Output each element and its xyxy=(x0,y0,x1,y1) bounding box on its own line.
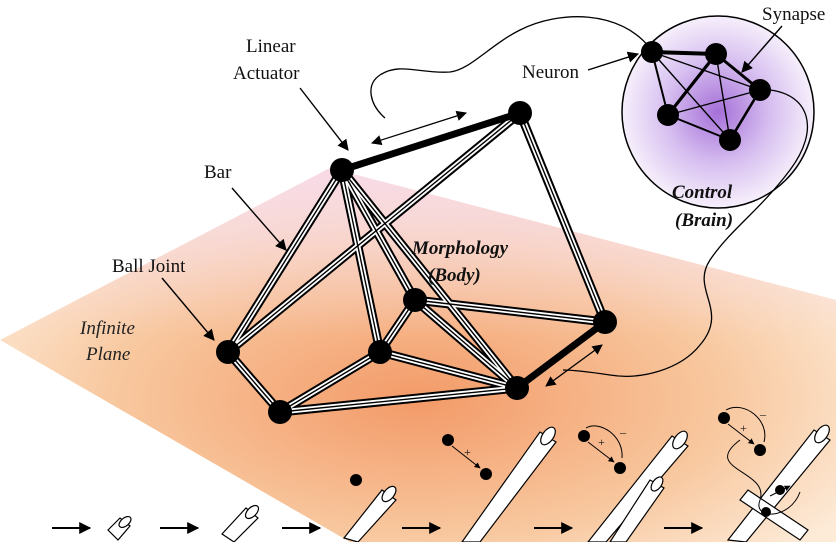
growth-sequence: + + – xyxy=(52,406,831,542)
joint-node xyxy=(216,340,240,364)
bar-leader xyxy=(231,187,287,251)
linear-actuator-label: Actuator xyxy=(233,63,300,84)
joint-node xyxy=(508,101,532,125)
sequence-cylinder-5 xyxy=(587,430,689,542)
sequence-cylinder-3 xyxy=(342,485,397,542)
brain-circle xyxy=(621,15,815,209)
synapse-leader xyxy=(741,25,783,73)
brain-neurons xyxy=(641,41,771,151)
synapse-label: Synapse xyxy=(762,4,825,25)
actuator-bottom-motion-arrow xyxy=(545,344,603,387)
infinite-plane-label: Infinite xyxy=(79,318,135,339)
linear-actuator-leader xyxy=(299,87,349,151)
infinite-plane-label: Plane xyxy=(85,344,130,365)
joint-node xyxy=(403,288,427,312)
body-bars xyxy=(223,108,610,417)
joint-node xyxy=(368,340,392,364)
sequence-minus-mark: – xyxy=(759,407,767,421)
sequence-plus-mark: + xyxy=(598,435,605,449)
joint-node xyxy=(505,376,529,400)
ball-joint-label: Ball Joint xyxy=(112,256,186,277)
ball-joints xyxy=(216,101,617,424)
sequence-nodes-5 xyxy=(578,425,626,474)
joint-node xyxy=(268,400,292,424)
joint-node xyxy=(593,310,617,334)
neuron-node xyxy=(641,41,663,63)
control-wire-top xyxy=(370,16,651,119)
control-label: (Brain) xyxy=(675,210,733,231)
sequence-plus-mark: + xyxy=(464,445,471,459)
joint-node xyxy=(330,158,354,182)
actuator-top xyxy=(338,109,524,174)
linear-actuator-label: Linear xyxy=(246,36,296,57)
neuron-node xyxy=(749,79,771,101)
neuron-leader xyxy=(587,51,640,71)
sequence-cylinder-4 xyxy=(461,426,557,542)
morphology-label: (Body) xyxy=(428,265,481,286)
sequence-cylinder-2 xyxy=(221,504,260,542)
neuron-node xyxy=(657,104,679,126)
neuron-label: Neuron xyxy=(522,62,579,83)
sequence-nodes-6 xyxy=(718,406,801,517)
sequence-nodes-4 xyxy=(442,434,492,480)
neuron-node xyxy=(705,43,727,65)
control-wire-bottom xyxy=(562,89,809,377)
control-label: Control xyxy=(672,182,733,203)
sequence-cylinder-1 xyxy=(107,515,132,541)
actuator-top-motion-arrow xyxy=(371,110,467,146)
sequence-node xyxy=(350,474,362,486)
ball-joint-leader xyxy=(161,277,215,341)
morphology-label: Morphology xyxy=(411,238,509,259)
sequence-minus-mark: – xyxy=(619,425,627,439)
infinite-plane-sheen xyxy=(0,168,836,542)
sequence-plus-mark: + xyxy=(740,421,747,435)
neuron-node xyxy=(719,129,741,151)
bar-label: Bar xyxy=(204,162,232,183)
